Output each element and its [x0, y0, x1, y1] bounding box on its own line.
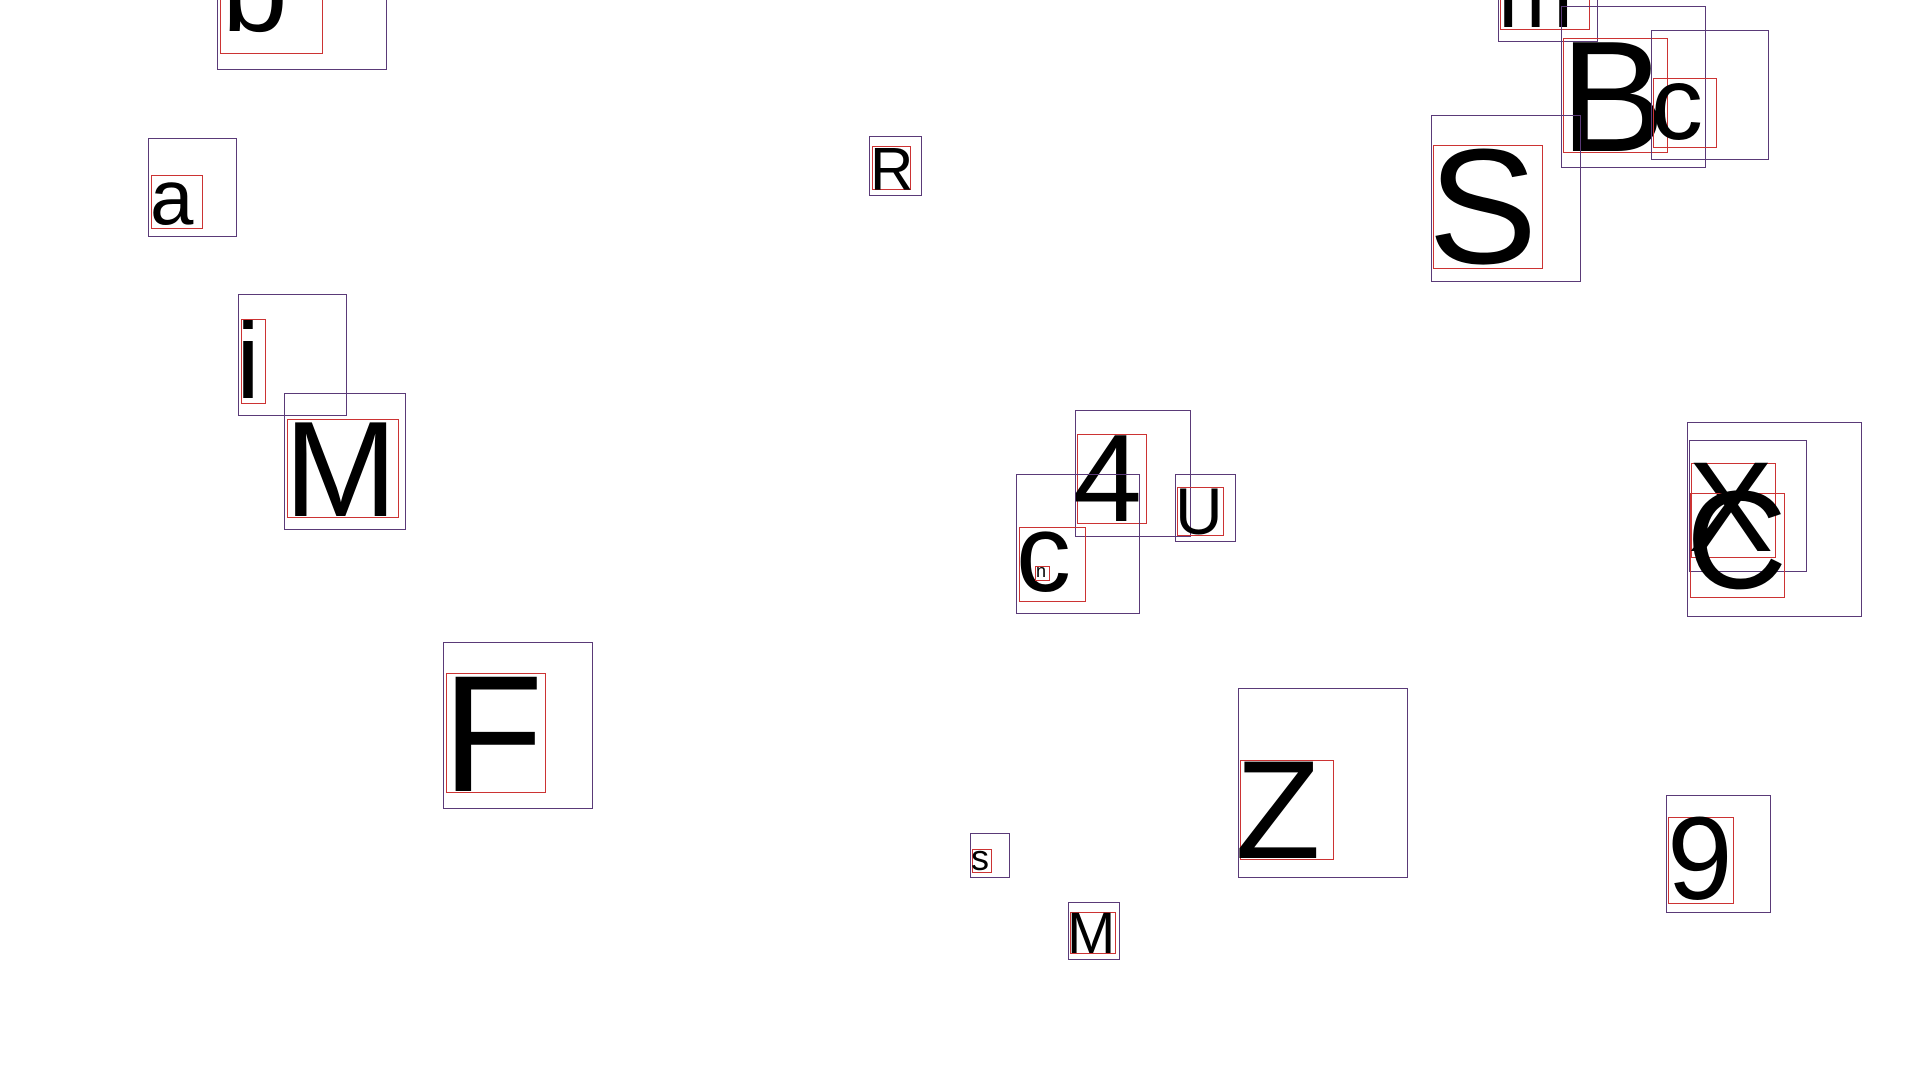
glyph-box-i: [238, 294, 347, 416]
glyph-R: R: [870, 136, 914, 203]
glyph-box-C: [1687, 422, 1862, 617]
ink-box-c-right: [1653, 78, 1717, 148]
ink-box-4: [1077, 434, 1147, 524]
ink-box-X: [1691, 463, 1776, 558]
glyph-m: m: [1498, 0, 1573, 42]
ink-box-M-large: [287, 419, 399, 518]
glyph-box-9: [1666, 795, 1771, 913]
glyph-box-c-right: [1651, 30, 1769, 160]
glyph-4: 4: [1073, 410, 1142, 548]
ink-box-F: [446, 673, 546, 793]
ink-box-i: [241, 319, 266, 404]
glyph-M-small: M: [1067, 901, 1116, 966]
ink-box-C: [1690, 493, 1785, 598]
glyph-box-c-small: [1016, 474, 1140, 614]
ink-box-S: [1433, 145, 1543, 269]
glyph-S: S: [1428, 115, 1538, 298]
ink-box-n: [1035, 566, 1050, 581]
ink-box-c-small: [1019, 527, 1086, 602]
glyph-b: b: [222, 0, 288, 50]
glyph-c-small: c: [1016, 492, 1071, 615]
ink-box-B: [1563, 38, 1668, 153]
ink-box-s: [972, 849, 992, 873]
glyph-box-M-large: [284, 393, 406, 530]
glyph-X: X: [1688, 436, 1774, 579]
glyph-C: C: [1686, 461, 1788, 618]
glyph-Z: Z: [1235, 731, 1321, 888]
ink-box-b: [220, 0, 323, 54]
glyph-box-Z: [1238, 688, 1408, 878]
glyph-B: B: [1560, 9, 1666, 185]
ink-box-U: [1177, 487, 1224, 536]
glyph-c-right: c: [1651, 46, 1703, 162]
glyph-U: U: [1175, 474, 1223, 548]
glyph-a: a: [150, 153, 194, 241]
glyph-F: F: [442, 642, 544, 827]
ink-box-Z: [1240, 760, 1334, 860]
ink-box-9: [1668, 817, 1734, 904]
glyph-box-U: [1175, 474, 1236, 542]
glyph-n: n: [1036, 561, 1047, 581]
glyph-box-R: [869, 136, 922, 196]
glyph-box-S: [1431, 115, 1581, 282]
glyph-box-a: [148, 138, 237, 237]
glyph-9: 9: [1667, 793, 1733, 925]
glyph-box-4: [1075, 410, 1191, 537]
ink-box-a: [151, 175, 203, 229]
ink-box-M-small: [1070, 912, 1116, 954]
ink-box-m: [1500, 0, 1590, 30]
glyph-box-s: [970, 833, 1010, 878]
ink-box-R: [872, 146, 911, 190]
glyph-box-b: [217, 0, 387, 70]
glyph-M-large: M: [284, 393, 398, 545]
glyph-box-B: [1561, 6, 1706, 168]
glyph-box-m: [1498, 0, 1598, 42]
glyph-box-F: [443, 642, 593, 809]
glyph-i: i: [236, 300, 260, 421]
glyph-box-M-small: [1068, 902, 1120, 960]
glyph-s: s: [971, 837, 989, 878]
glyph-box-X: [1689, 440, 1807, 572]
